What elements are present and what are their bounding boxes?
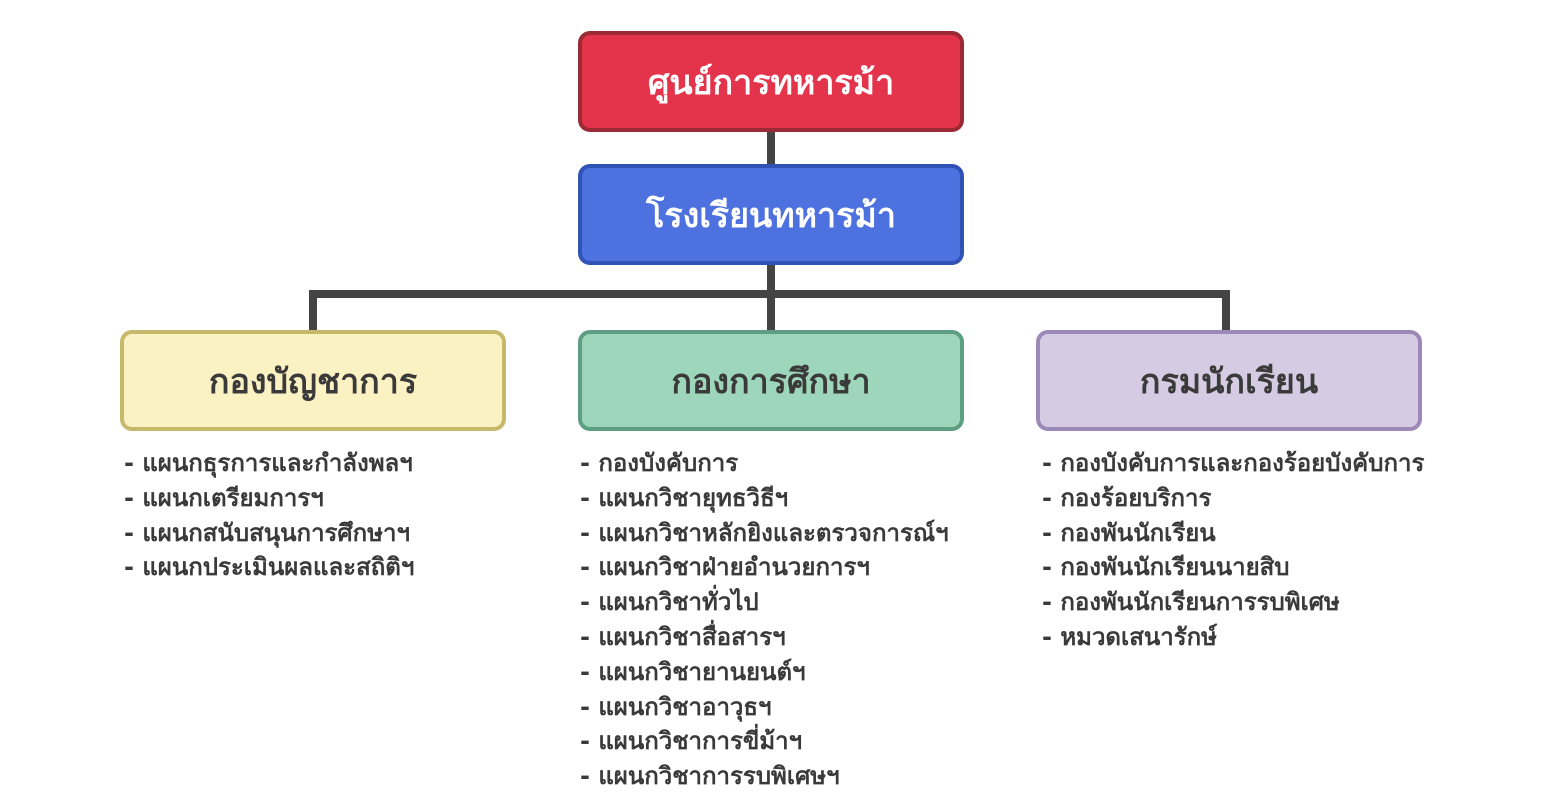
connector-horizontal-bar <box>309 290 1230 298</box>
list-item: - แผนกวิชาการขี่ม้าฯ <box>580 727 803 756</box>
list-item: - แผนกวิชาสื่อสารฯ <box>580 622 786 651</box>
list-item: - แผนกวิชาการรบพิเศษฯ <box>580 762 840 791</box>
connector-to-admin <box>309 290 317 330</box>
list-item: - แผนกวิชายานยนต์ฯ <box>580 657 806 686</box>
list-item: - แผนกวิชายุทธวิธีฯ <box>580 483 789 512</box>
connector-to-cadet <box>1222 290 1230 330</box>
headquarters-units-list: - แผนกธุรการและกำลังพลฯ - แผนกเตรียมการฯ… <box>124 446 414 585</box>
cavalry-center-title: ศูนย์การทหารม้า <box>647 62 895 103</box>
education-units-list: - กองบังคับการ - แผนกวิชายุทธวิธีฯ - แผน… <box>580 446 949 794</box>
list-item: - กองพันนักเรียนนายสิบ <box>1042 553 1290 582</box>
list-item: - แผนกสนับสนุนการศึกษาฯ <box>124 518 410 547</box>
list-item: - กองบังคับการ <box>580 449 739 477</box>
cadet-regiment-title: กรมนักเรียน <box>1139 361 1319 402</box>
list-item: - กองพันนักเรียนการรบพิเศษ <box>1042 588 1340 617</box>
list-item: - แผนกประเมินผลและสถิติฯ <box>124 553 415 582</box>
cavalry-school-title: โรงเรียนทหารม้า <box>646 195 896 236</box>
headquarters-division-box: กองบัญชาการ <box>120 330 506 431</box>
list-item: - กองร้อยบริการ <box>1042 483 1212 512</box>
list-item: - แผนกวิชาทั่วไป <box>580 588 759 617</box>
cavalry-school-box: โรงเรียนทหารม้า <box>578 164 964 265</box>
cadet-units-list: - กองบังคับการและกองร้อยบังคับการ - กองร… <box>1042 446 1424 655</box>
headquarters-division-title: กองบัญชาการ <box>208 361 418 402</box>
list-item: - แผนกวิชาอาวุธฯ <box>580 692 772 721</box>
list-item: - กองบังคับการและกองร้อยบังคับการ <box>1042 449 1425 477</box>
list-item: - แผนกเตรียมการฯ <box>124 483 324 512</box>
cadet-regiment-box: กรมนักเรียน <box>1036 330 1422 431</box>
education-division-title: กองการศึกษา <box>671 361 871 402</box>
list-item: - แผนกธุรการและกำลังพลฯ <box>124 449 413 477</box>
cavalry-center-box: ศูนย์การทหารม้า <box>578 31 964 132</box>
list-item: - แผนกวิชาหลักยิงและตรวจการณ์ฯ <box>580 518 949 547</box>
connector-root-to-school <box>767 132 775 164</box>
education-division-box: กองการศึกษา <box>578 330 964 431</box>
list-item: - กองพันนักเรียน <box>1042 518 1216 547</box>
list-item: - แผนกวิชาฝ่ายอำนวยการฯ <box>580 553 870 582</box>
list-item: - หมวดเสนารักษ์ <box>1042 622 1217 651</box>
